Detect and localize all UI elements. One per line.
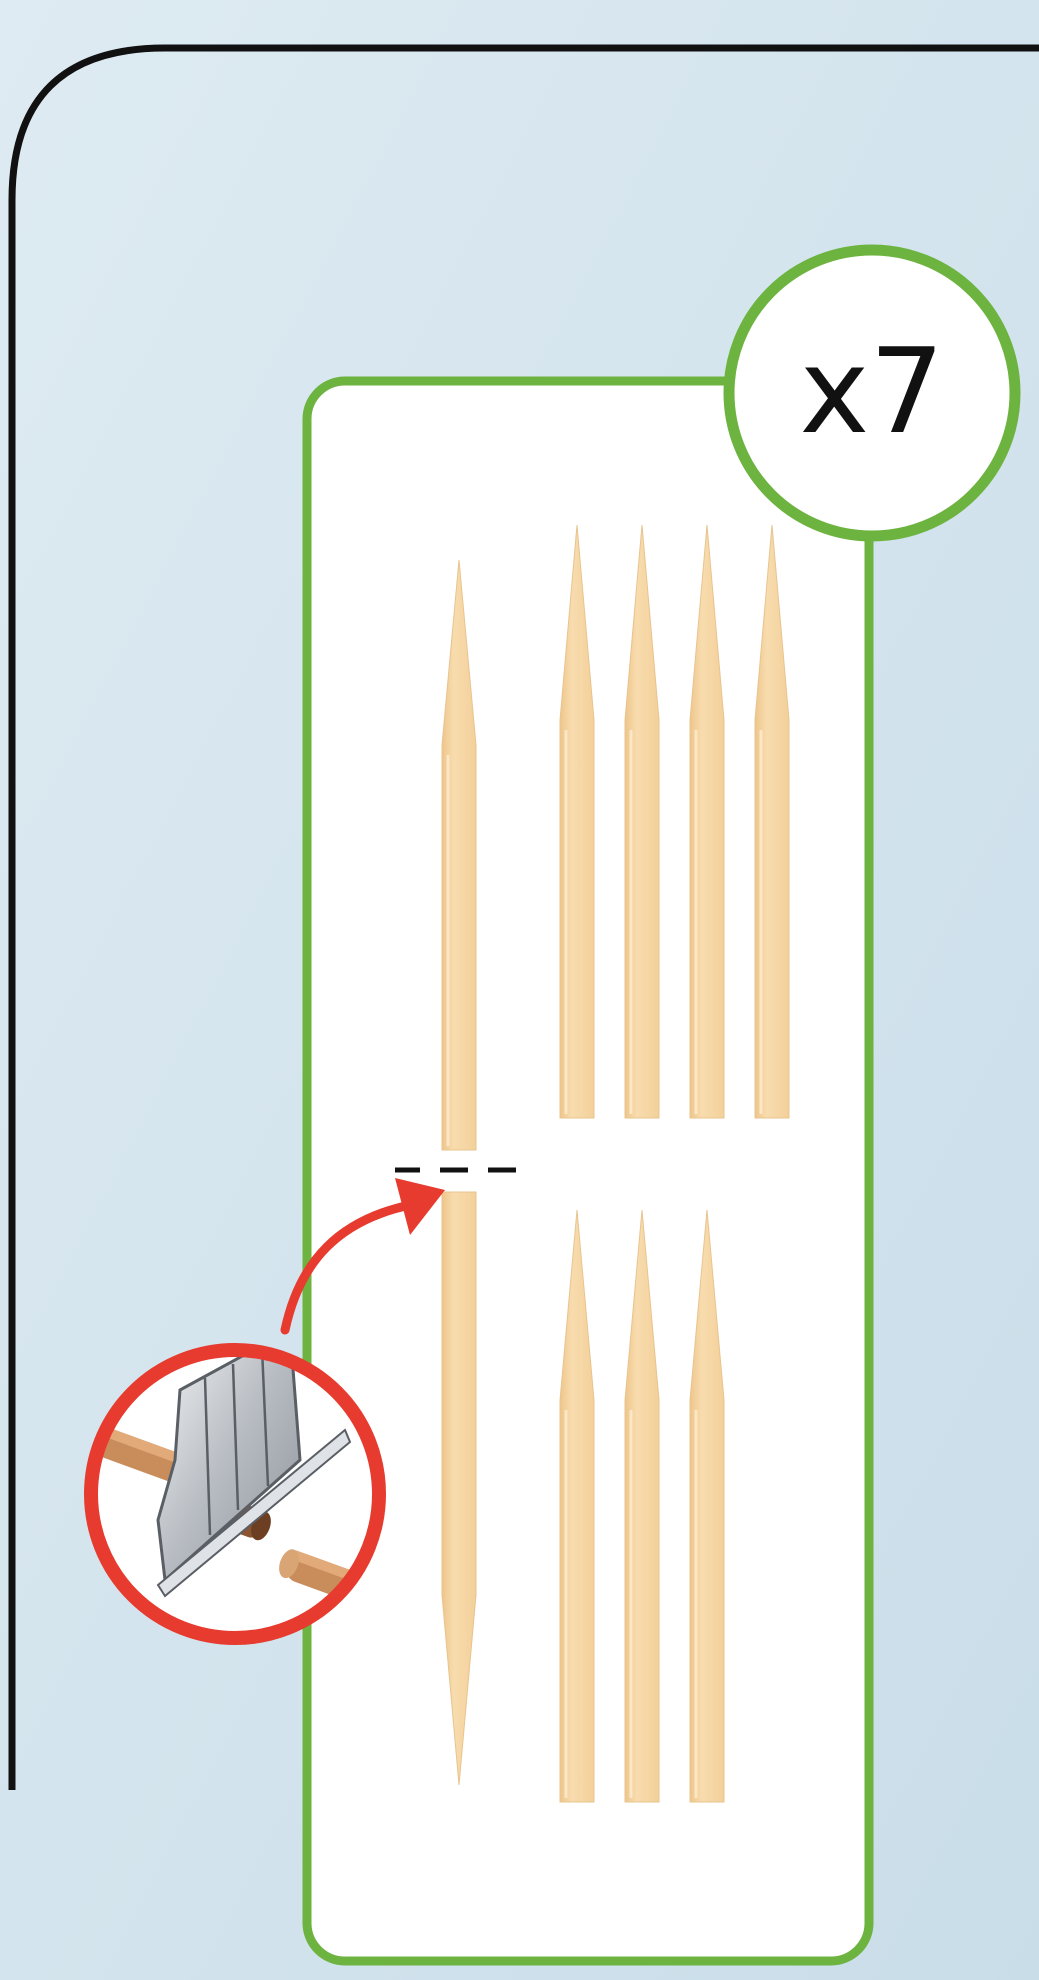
quantity-label: x7 (800, 322, 945, 460)
quantity-badge: x7 (729, 250, 1015, 536)
